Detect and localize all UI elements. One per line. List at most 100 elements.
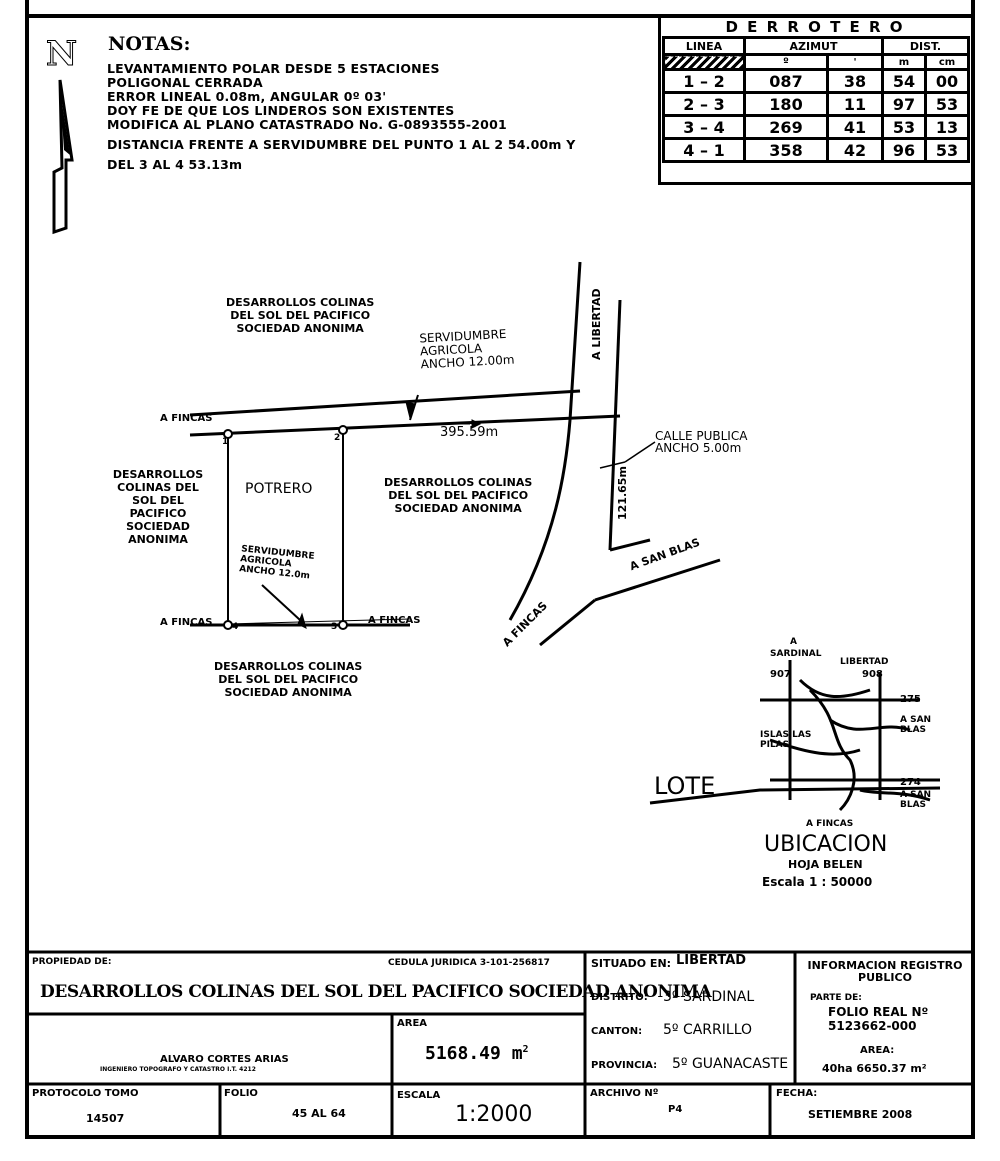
cedula-label: CEDULA JURIDICA 3-101-256817 [388,958,550,968]
hatch-cell [662,53,746,71]
canton-label: CANTON: [591,1026,643,1037]
cell-m: 54 [881,68,927,94]
protocolo-label: PROTOCOLO TOMO [32,1088,139,1099]
surveyor-subtitle: INGENIERO TOPOGRAFO Y CATASTRO I.T. 4212 [100,1066,256,1073]
derrotero-box [658,16,975,185]
distance-top-label: 395.59m [440,425,499,440]
propiedad-label: PROPIEDAD DE: [32,957,112,967]
road-lines [508,261,721,647]
area-right-label: AREA: [860,1045,895,1056]
area-label: AREA [397,1018,428,1029]
cell-grados: 358 [743,137,829,163]
area-value: 5168.49 m2 [425,1043,529,1064]
sheet-border [25,0,975,1139]
a-fincas-bl-label: A FINCAS [160,617,213,628]
subheader-cm: cm [924,53,970,71]
point-4-label: 4 [232,622,239,632]
cell-m: 96 [881,137,927,163]
note-line: DOY FE DE QUE LOS LINDEROS SON EXISTENTE… [107,103,455,118]
archivo-label: ARCHIVO Nº [590,1088,659,1099]
location-map-lines [649,660,941,812]
provincia-label: PROVINCIA: [591,1060,658,1071]
derrotero-title: D E R R O T E R O [725,18,905,36]
folio-real-label: FOLIO REAL Nº [828,1005,929,1019]
parcel-label: POTRERO [245,481,313,497]
derrotero-table: LINEA AZIMUT DIST. º ' m cm 1 – 2 087 38… [662,36,970,163]
header-linea: LINEA [662,36,746,56]
cell-minutos: 42 [826,137,884,163]
situado-label: SITUADO EN: [591,957,672,970]
notes-list: LEVANTAMIENTO POLAR DESDE 5 ESTACIONES P… [107,62,575,172]
loc-907-label: 907 [770,669,791,680]
cell-minutos: 38 [826,68,884,94]
table-row: 3 – 4 269 41 53 13 [662,114,970,140]
header-dist: DIST. [881,36,970,56]
subheader-grados: º [743,53,829,71]
note-line: LEVANTAMIENTO POLAR DESDE 5 ESTACIONES [107,61,440,76]
parte-label: PARTE DE: [810,993,862,1003]
loc-lote-label: LOTE [654,772,716,800]
distance-road-label: 121.65m [616,466,629,520]
canton-value: 5º CARRILLO [663,1022,753,1038]
cell-grados: 269 [743,114,829,140]
subheader-minutos: ' [826,53,884,71]
owner-name: DESARROLLOS COLINAS DEL SOL DEL PACIFICO… [40,982,712,1002]
subheader-m: m [881,53,927,71]
cell-linea: 1 – 2 [662,68,746,94]
area-superscript: 2 [522,1044,529,1055]
distrito-value: 3º SARDINAL [663,989,755,1005]
folio-value: 45 AL 64 [292,1107,346,1120]
situado-value: LIBERTAD [676,953,747,968]
cell-cm: 00 [924,68,970,94]
escala-value: 1:2000 [455,1102,533,1127]
note-line: DEL 3 AL 4 53.13m [107,157,243,172]
north-arrow-icon [52,79,74,235]
area-number: 5168.49 m [425,1043,523,1064]
loc-fincas-label: A FINCAS [806,819,854,829]
cell-cm: 13 [924,114,970,140]
a-libertad-label: A LIBERTAD [590,288,603,360]
note-line: MODIFICA AL PLANO CATASTRADO No. G-08935… [107,117,507,132]
cell-m: 53 [881,114,927,140]
loc-libertad-label: LIBERTAD [840,657,889,667]
point-3-label: 3 [331,622,338,632]
loc-sheet: HOJA BELEN [788,858,863,871]
archivo-value: P4 [668,1104,683,1115]
note-line: POLIGONAL CERRADA [107,75,263,90]
fecha-label: FECHA: [776,1088,818,1099]
cell-linea: 2 – 3 [662,91,746,117]
north-symbol: N [45,34,78,75]
notes-title: NOTAS: [108,33,191,55]
loc-908-label: 908 [862,669,883,680]
point-2-label: 2 [334,433,341,443]
note-line: DISTANCIA FRENTE A SERVIDUMBRE DEL PUNTO… [107,137,576,152]
area-right-value: 40ha 6650.37 m² [822,1062,927,1075]
loc-274-label: 274 [900,777,921,788]
title-block-grid [27,950,973,1137]
provincia-value: 5º GUANACASTE [672,1056,789,1072]
protocolo-value: 14507 [86,1112,125,1125]
point-1-label: 1 [222,437,229,447]
cell-linea: 4 – 1 [662,137,746,163]
cell-grados: 180 [743,91,829,117]
table-row: 2 – 3 180 11 97 53 [662,91,970,117]
cell-minutos: 11 [826,91,884,117]
fecha-value: SETIEMBRE 2008 [808,1108,913,1121]
loc-scale: Escala 1 : 50000 [762,875,873,889]
loc-sardinal-label: SARDINAL [770,649,822,659]
loc-title: UBICACION [764,832,888,857]
table-row: 4 – 1 358 42 96 53 [662,137,970,163]
registro-title: INFORMACION REGISTRO PUBLICO [807,959,963,984]
table-row: 1 – 2 087 38 54 00 [662,68,970,94]
note-line: ERROR LINEAL 0.08m, ANGULAR 0º 03' [107,89,387,104]
loc-a-label: A [790,637,797,647]
cell-cm: 53 [924,137,970,163]
